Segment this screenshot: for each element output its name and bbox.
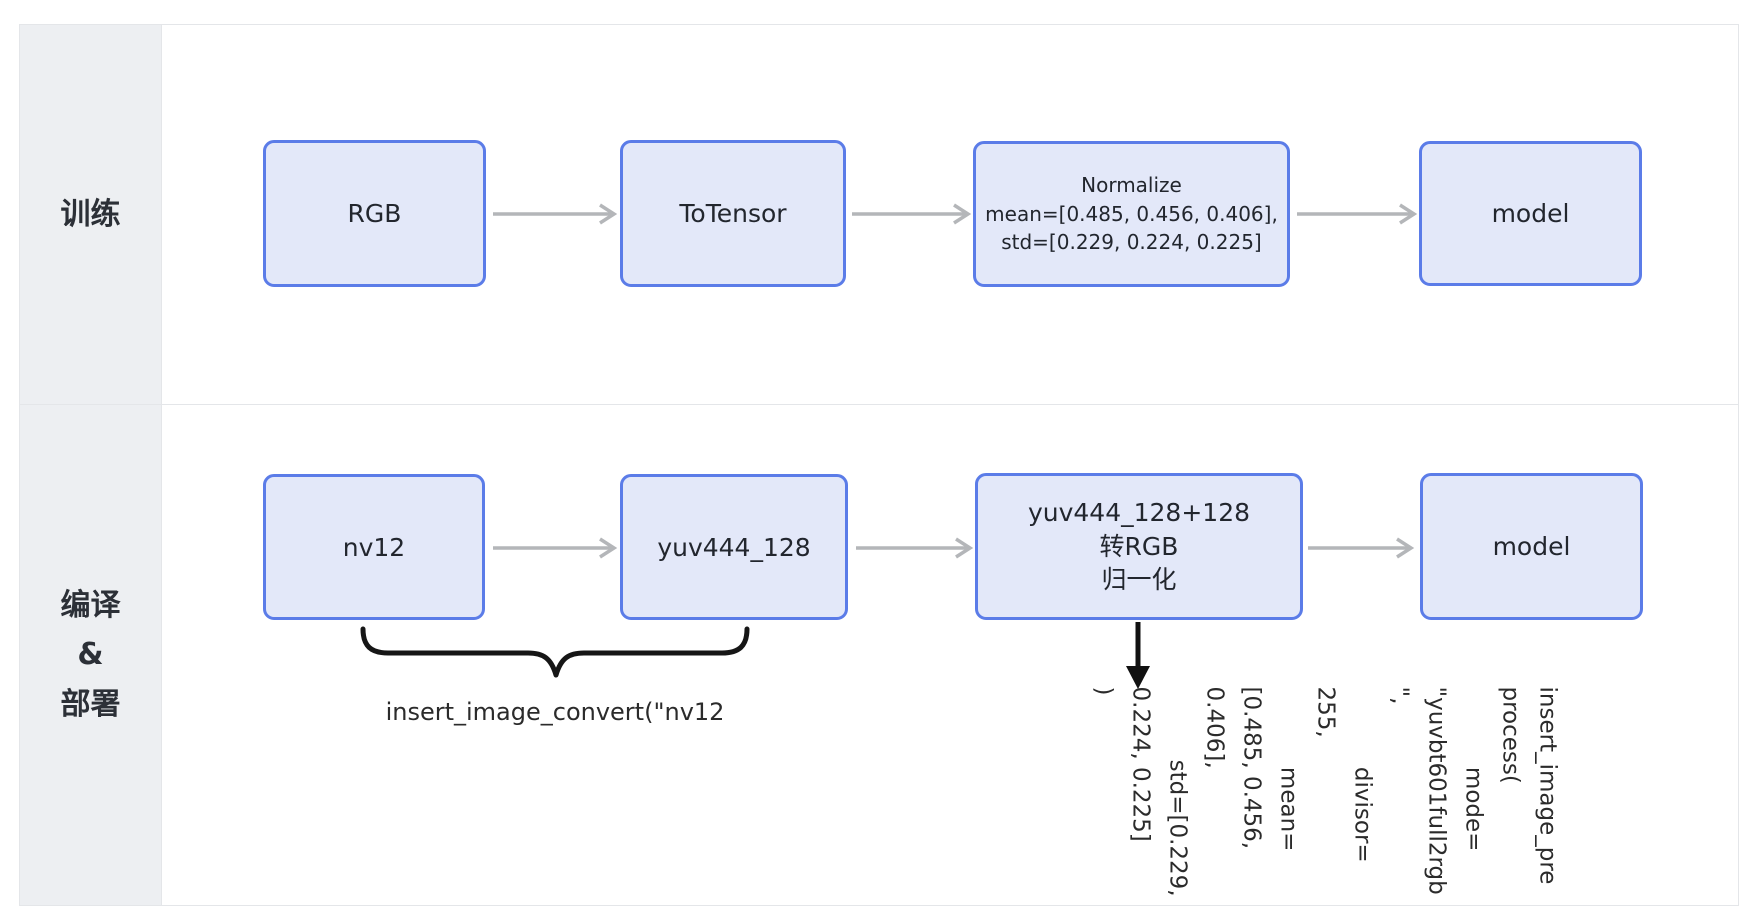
node-normalize: Normalize mean=[0.485, 0.456, 0.406], st…: [973, 141, 1290, 287]
node-model-deploy: model: [1420, 473, 1643, 620]
brace-annotation: insert_image_convert("nv12: [385, 698, 725, 726]
header-column-divider: [161, 24, 162, 906]
node-totensor: ToTensor: [620, 140, 846, 287]
node-yuv444-convert: yuv444_128+128 转RGB 归一化: [975, 473, 1303, 620]
node-nv12: nv12: [263, 474, 485, 620]
node-yuv444-128: yuv444_128: [620, 474, 848, 620]
row-header-compile-deploy: 编译 & 部署: [20, 405, 161, 905]
row-header-training: 训练: [20, 25, 161, 404]
node-model-training: model: [1419, 141, 1642, 286]
row-divider: [19, 404, 1739, 405]
rotated-code-annotation: insert_image_pre process( mode= "yuvbt60…: [1090, 686, 1561, 897]
node-rgb: RGB: [263, 140, 486, 287]
